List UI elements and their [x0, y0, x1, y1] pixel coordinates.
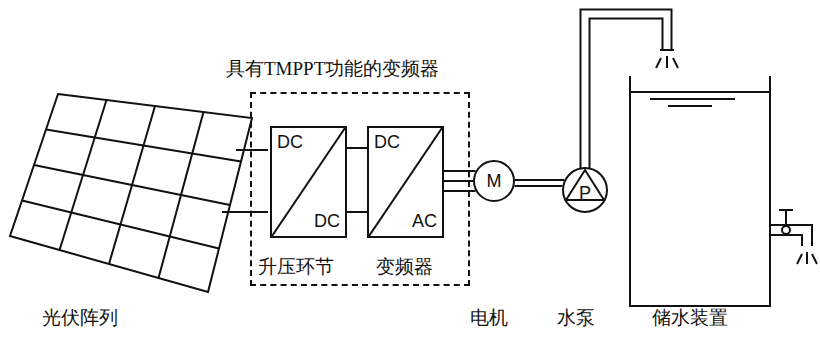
- part-label: 光伏阵列: [42, 307, 118, 329]
- wire: [347, 147, 367, 149]
- symbol-letter: M: [487, 171, 502, 192]
- wire: [444, 190, 476, 192]
- pump-circle: P: [562, 167, 608, 213]
- symbol-letter: P: [579, 183, 591, 204]
- part-label: 电机: [470, 307, 508, 329]
- wire: [347, 211, 367, 213]
- output-type: AC: [412, 211, 437, 232]
- faucet: [770, 210, 817, 264]
- input-type: DC: [374, 132, 400, 153]
- group-title: 具有TMPPT功能的变频器: [226, 58, 439, 80]
- solar-array: [10, 94, 268, 292]
- wire: [444, 170, 476, 172]
- part-label: 储水装置: [652, 307, 728, 329]
- output-type: DC: [314, 211, 340, 232]
- motor-shaft: [514, 180, 564, 186]
- input-type: DC: [277, 132, 303, 153]
- part-label: 水泵: [557, 307, 595, 329]
- storage-tank: [630, 76, 770, 306]
- motor-circle: M: [473, 160, 515, 202]
- inverter-box: DC AC: [367, 126, 444, 238]
- boost-converter: DC DC: [270, 126, 347, 238]
- stage-label: 升压环节: [258, 256, 334, 278]
- stage-label: 变频器: [376, 256, 433, 278]
